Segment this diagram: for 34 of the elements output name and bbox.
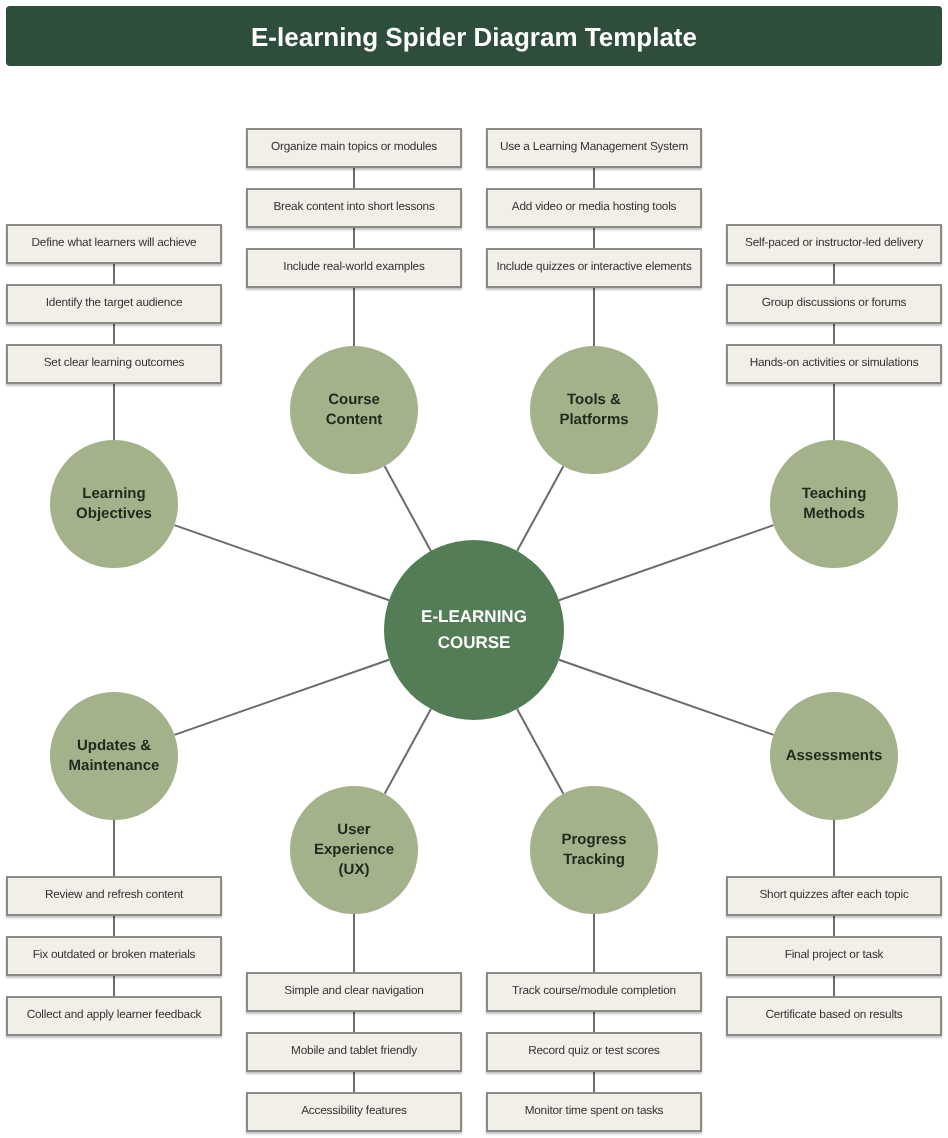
connector-line bbox=[516, 708, 565, 795]
connector-line bbox=[353, 1011, 355, 1033]
connector-line bbox=[353, 287, 355, 347]
connector-line bbox=[353, 227, 355, 249]
connector-line bbox=[353, 1071, 355, 1093]
connector-line bbox=[833, 819, 835, 877]
connector-line bbox=[353, 167, 355, 189]
connector-line bbox=[113, 323, 115, 345]
connector-line bbox=[593, 1071, 595, 1093]
connector-line bbox=[516, 465, 565, 552]
title-banner: E-learning Spider Diagram Template bbox=[6, 6, 942, 66]
connector-line bbox=[557, 524, 775, 602]
connector-line bbox=[593, 287, 595, 347]
connector-line bbox=[173, 658, 391, 736]
connector-line bbox=[113, 819, 115, 877]
connector-line bbox=[593, 1011, 595, 1033]
connector-line bbox=[113, 383, 115, 441]
central-circle: E-LEARNING COURSE bbox=[384, 540, 564, 720]
connector-line bbox=[383, 708, 432, 795]
connector-line bbox=[593, 167, 595, 189]
connector-line bbox=[383, 465, 432, 552]
connector-line bbox=[353, 913, 355, 973]
connector-line bbox=[113, 975, 115, 997]
connector-line bbox=[593, 227, 595, 249]
connector-line bbox=[833, 915, 835, 937]
connector-line bbox=[113, 263, 115, 285]
connector-line bbox=[593, 913, 595, 973]
connector-line bbox=[833, 975, 835, 997]
connector-line bbox=[833, 383, 835, 441]
connector-line bbox=[833, 323, 835, 345]
connector-line bbox=[173, 524, 391, 602]
connector-line bbox=[557, 658, 775, 736]
connector-line bbox=[833, 263, 835, 285]
connector-line bbox=[113, 915, 115, 937]
